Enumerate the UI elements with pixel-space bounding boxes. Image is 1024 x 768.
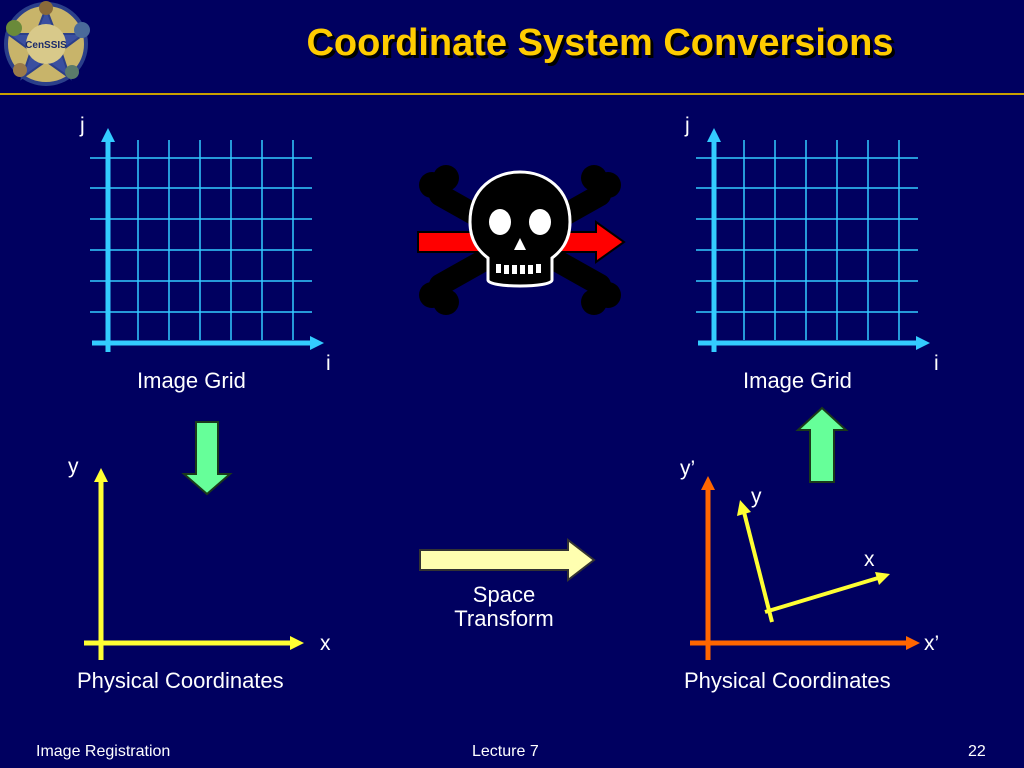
grid-axis-i-arrowhead — [310, 336, 324, 350]
right-image-grid — [696, 128, 930, 352]
space-transform-line2: Transform — [454, 606, 554, 631]
right-grid-j-label: j — [685, 114, 690, 137]
right-physical-caption: Physical Coordinates — [684, 668, 891, 693]
right-grid-i-label: i — [934, 352, 939, 375]
grid-axis-j-arrowhead — [101, 128, 115, 142]
footer-page-number: 22 — [968, 743, 986, 760]
grid-axis-j-arrowhead — [707, 128, 721, 142]
page-title: Coordinate System Conversions — [306, 22, 894, 64]
right-inner-x-label: x — [864, 548, 875, 571]
left-physical-caption: Physical Coordinates — [77, 668, 284, 693]
censsis-logo-icon: CenSSIS — [4, 1, 90, 86]
left-physical-y-label: y — [68, 455, 79, 478]
left-physical-axes — [84, 468, 304, 660]
left-grid-caption: Image Grid — [137, 368, 246, 393]
left-image-grid — [90, 128, 324, 352]
left-grid-i-label: i — [326, 352, 331, 375]
grid-axis-i-arrowhead — [916, 336, 930, 350]
green-up-arrow — [795, 406, 849, 483]
right-physical-axes — [690, 476, 920, 660]
left-grid-j-label: j — [80, 114, 85, 137]
footer-lecture: Lecture 7 — [472, 743, 539, 760]
right-inner-y-label: y — [751, 485, 762, 508]
logo-text: CenSSIS — [25, 40, 67, 51]
right-physical-y-label: y’ — [680, 457, 696, 480]
left-physical-x-label: x — [320, 632, 331, 655]
footer-course: Image Registration — [36, 743, 171, 760]
right-grid-caption: Image Grid — [743, 368, 852, 393]
space-transform-arrow — [419, 537, 596, 583]
title-divider — [0, 93, 1024, 95]
space-transform-line1: Space — [472, 582, 536, 607]
green-down-arrow — [181, 421, 233, 496]
right-physical-x-label: x’ — [924, 632, 940, 655]
space-transform-label: Space Transform — [404, 583, 604, 631]
skull-crossbones-icon — [417, 165, 626, 315]
